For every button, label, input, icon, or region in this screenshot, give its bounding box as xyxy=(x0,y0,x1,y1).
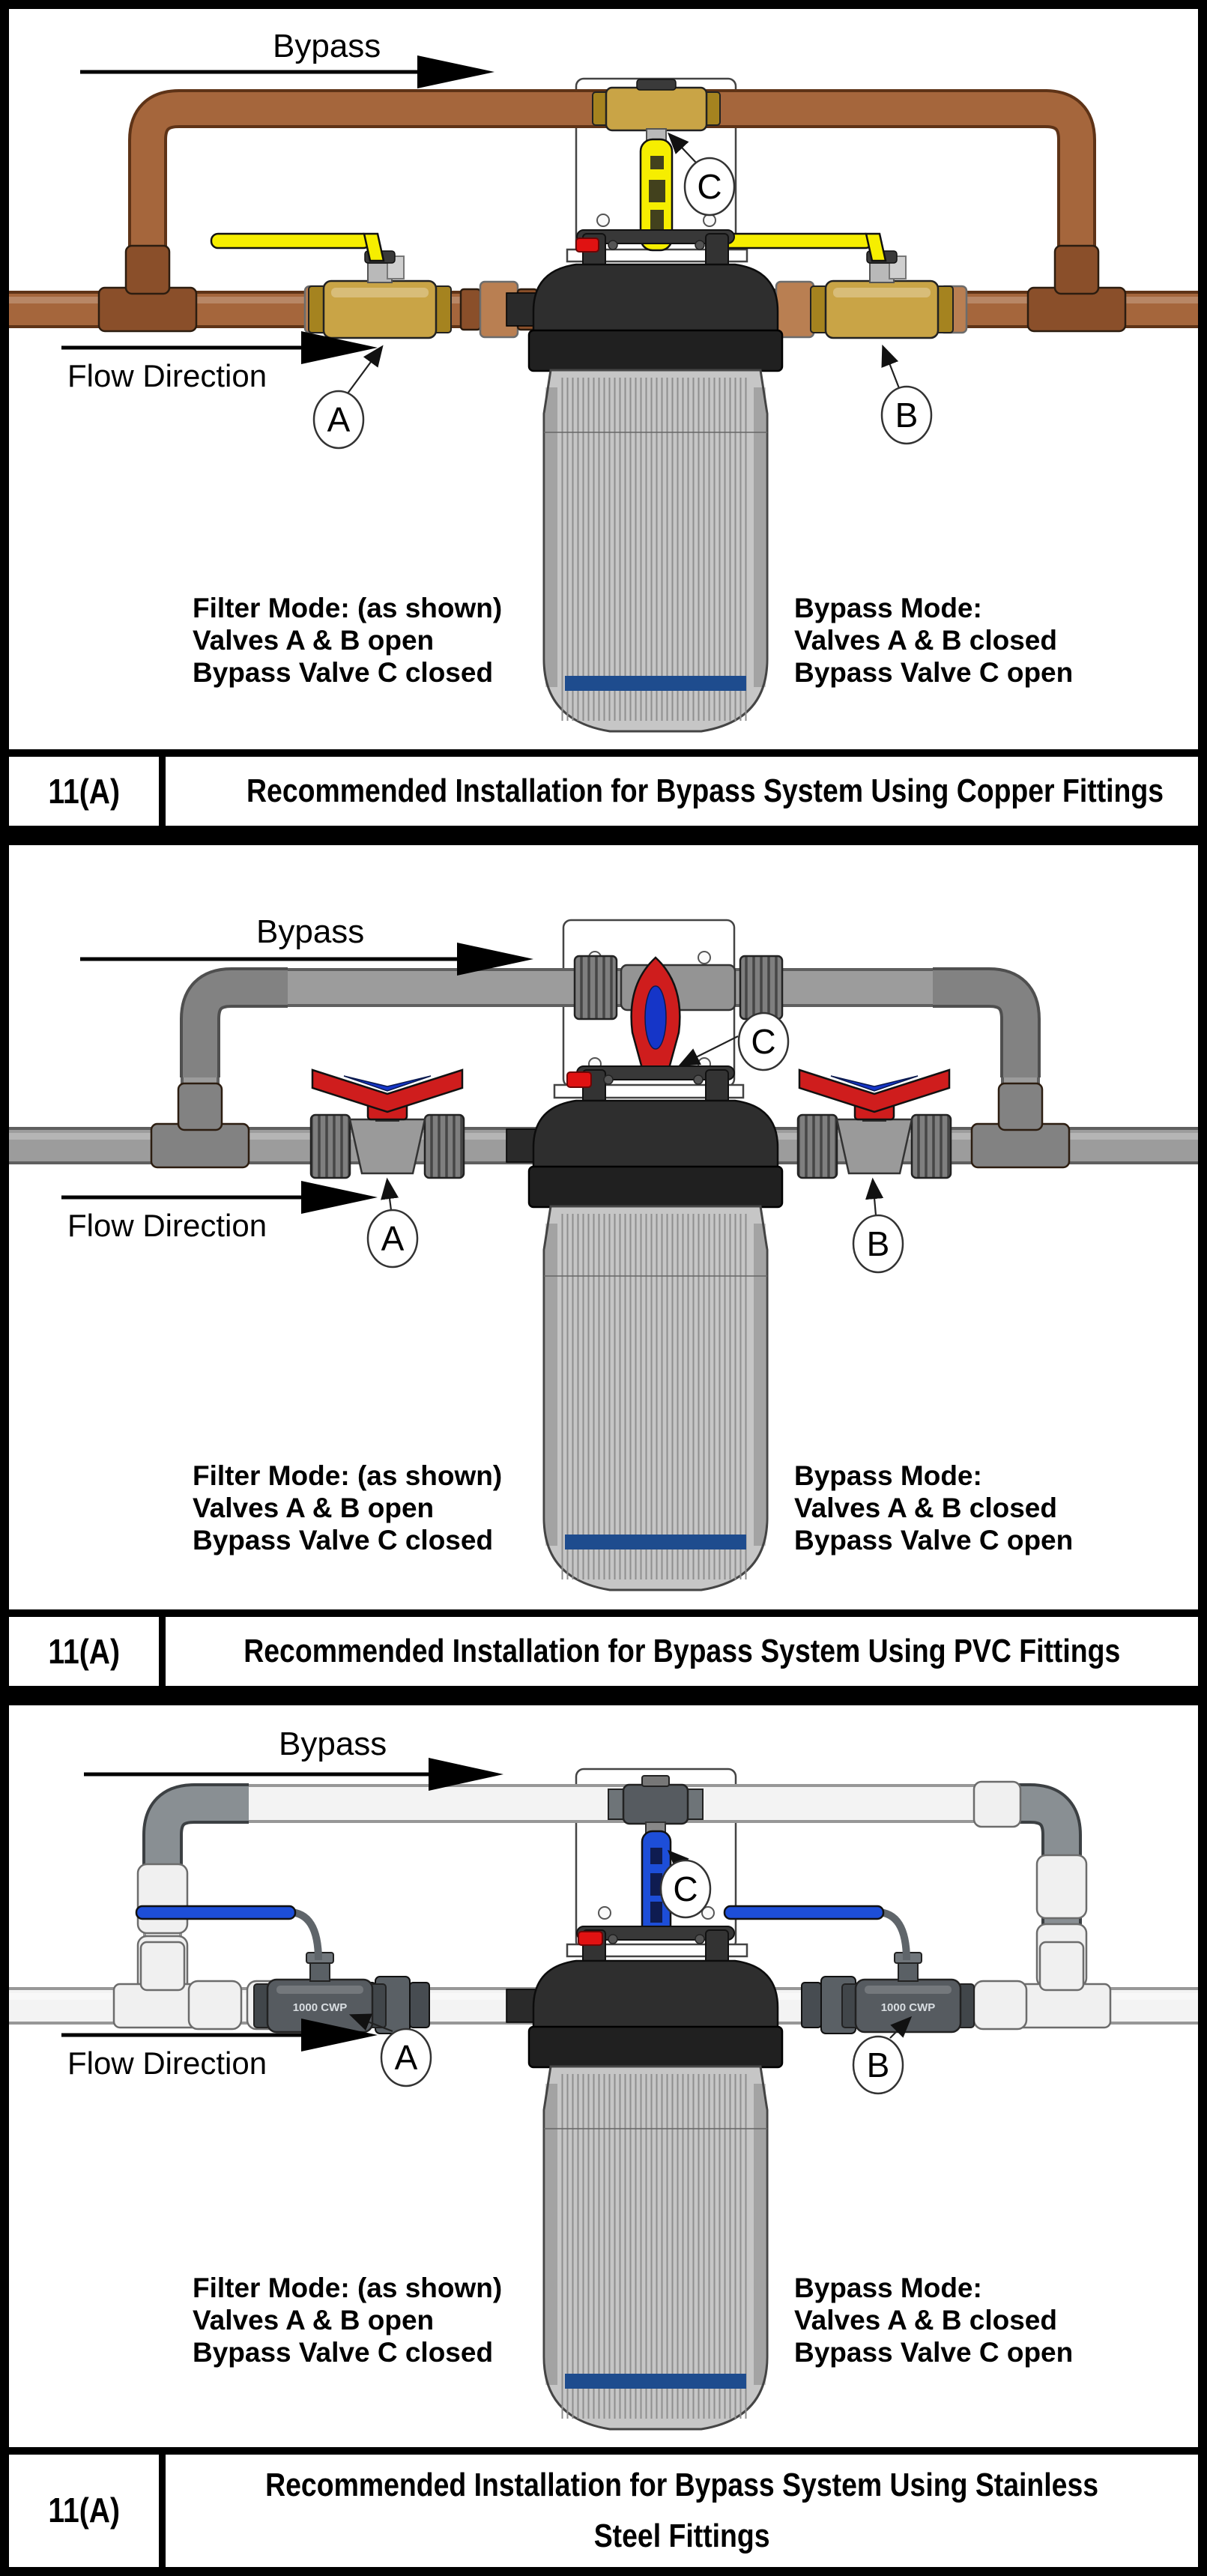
bypass-label: Bypass xyxy=(279,1726,387,1762)
valve-b-badge: B xyxy=(852,1177,904,1274)
valve-a-badge: A xyxy=(312,345,384,450)
panel-stainless: 1000 CWP 1000 CWP xyxy=(9,1705,1198,2567)
svg-text:C: C xyxy=(751,1022,775,1061)
svg-text:Filter Mode: (as shown): Filter Mode: (as shown) xyxy=(193,593,502,623)
panel-copper: Bypass Flow Direction Filter Mode: (as s… xyxy=(9,9,1198,826)
svg-text:B: B xyxy=(867,1224,890,1263)
sump-blue-band xyxy=(565,676,746,691)
svg-text:1000 CWP: 1000 CWP xyxy=(881,2001,936,2014)
flow-direction-label: Flow Direction xyxy=(67,1208,267,1243)
flow-direction-label: Flow Direction xyxy=(67,358,267,393)
sump-blue-band xyxy=(565,2374,746,2389)
valve-c-badge: C xyxy=(667,132,736,217)
valve-c xyxy=(573,955,784,1079)
bypass-arrow xyxy=(80,943,533,976)
valve-a-badge: A xyxy=(348,2013,432,2087)
svg-text:Valves A & B closed: Valves A & B closed xyxy=(794,2305,1057,2335)
caption-figure: 11(A) xyxy=(9,2455,166,2567)
valve-b-badge: B xyxy=(880,344,933,445)
valve-c-badge: C xyxy=(659,1849,712,1919)
panel-pvc: Bypass Flow Direction Filter Mode: (as s… xyxy=(9,845,1198,1686)
caption-text: Recommended Installation for Bypass Syst… xyxy=(246,773,1164,809)
valve-a xyxy=(210,232,452,339)
svg-text:Bypass Valve C open: Bypass Valve C open xyxy=(794,657,1073,688)
bypass-mode-text: Bypass Mode: Valves A & B closed Bypass … xyxy=(794,1460,1073,1555)
svg-text:Bypass Valve C open: Bypass Valve C open xyxy=(794,1525,1073,1555)
diagram-pvc: Bypass Flow Direction Filter Mode: (as s… xyxy=(9,913,1198,1591)
svg-text:C: C xyxy=(697,167,722,206)
valve-b: 1000 CWP xyxy=(723,1905,975,2034)
svg-text:Valves A & B open: Valves A & B open xyxy=(193,625,434,656)
filter-housing xyxy=(527,1926,784,2431)
svg-text:A: A xyxy=(327,400,351,439)
valve-b-handle xyxy=(712,232,874,250)
svg-text:C: C xyxy=(673,1869,698,1908)
valve-a-handle xyxy=(311,1068,464,1113)
valve-b xyxy=(796,1068,952,1179)
caption-bar-pvc: 11(A) Recommended Installation for Bypas… xyxy=(9,1609,1198,1686)
pressure-relief-button xyxy=(578,1931,603,1946)
pressure-relief-button xyxy=(566,1071,592,1088)
svg-text:Bypass Valve C closed: Bypass Valve C closed xyxy=(193,657,493,688)
svg-text:Valves A & B open: Valves A & B open xyxy=(193,1493,434,1523)
caption-text: Recommended Installation for Bypass Syst… xyxy=(265,2466,1098,2554)
svg-text:Filter Mode: (as shown): Filter Mode: (as shown) xyxy=(193,2273,502,2303)
tee-fittings xyxy=(112,1941,1112,2029)
caption-figure: 11(A) xyxy=(9,1617,166,1686)
bypass-mode-text: Bypass Mode: Valves A & B closed Bypass … xyxy=(794,593,1073,688)
pressure-relief-button xyxy=(575,238,599,253)
svg-text:A: A xyxy=(395,2038,418,2077)
diagram-stainless: 1000 CWP 1000 CWP xyxy=(9,1726,1198,2431)
filter-mode-text: Filter Mode: (as shown) Valves A & B ope… xyxy=(193,1460,502,1555)
svg-text:Bypass Mode:: Bypass Mode: xyxy=(794,1460,982,1491)
caption-bar-stainless: 11(A) Recommended Installation for Bypas… xyxy=(9,2447,1198,2567)
svg-text:Bypass Mode:: Bypass Mode: xyxy=(794,2273,982,2303)
valve-a xyxy=(309,1068,465,1179)
filter-housing xyxy=(527,1065,784,1591)
svg-text:Bypass Valve C closed: Bypass Valve C closed xyxy=(193,1525,493,1555)
svg-text:Filter Mode: (as shown): Filter Mode: (as shown) xyxy=(193,1460,502,1491)
valve-a-handle xyxy=(135,1905,297,1920)
filter-mode-text: Filter Mode: (as shown) Valves A & B ope… xyxy=(193,2273,502,2368)
tee-fittings xyxy=(97,244,1127,333)
svg-text:A: A xyxy=(381,1219,405,1258)
flow-arrow xyxy=(61,1181,378,1214)
flow-arrow xyxy=(61,331,378,364)
elbow-fittings xyxy=(142,1783,1082,1930)
svg-text:Valves A & B closed: Valves A & B closed xyxy=(794,625,1057,656)
diagram-copper: Bypass Flow Direction Filter Mode: (as s… xyxy=(9,28,1198,733)
svg-text:Valves A & B closed: Valves A & B closed xyxy=(794,1493,1057,1523)
bypass-arrow xyxy=(80,55,494,88)
bypass-mode-text: Bypass Mode: Valves A & B closed Bypass … xyxy=(794,2273,1073,2368)
svg-text:Bypass Valve C open: Bypass Valve C open xyxy=(794,2337,1073,2368)
valve-a: 1000 CWP xyxy=(135,1905,387,2034)
valve-b-handle xyxy=(798,1068,951,1113)
tee-fittings xyxy=(150,1082,1071,1169)
caption-figure: 11(A) xyxy=(9,757,166,826)
flow-direction-label: Flow Direction xyxy=(67,2046,267,2081)
filter-mode-text: Filter Mode: (as shown) Valves A & B ope… xyxy=(193,593,502,688)
bypass-label: Bypass xyxy=(256,913,364,950)
svg-text:B: B xyxy=(867,2046,890,2084)
valve-c xyxy=(592,79,721,252)
valve-a-badge: A xyxy=(366,1177,419,1269)
bypass-arrow xyxy=(84,1758,503,1791)
valve-b-badge: B xyxy=(852,2016,913,2095)
caption-text: Recommended Installation for Bypass Syst… xyxy=(243,1633,1121,1669)
valve-a-handle xyxy=(210,232,372,250)
flow-arrow xyxy=(61,2019,378,2052)
caption-bar-copper: 11(A) Recommended Installation for Bypas… xyxy=(9,749,1198,826)
filter-housing xyxy=(527,229,784,733)
svg-text:B: B xyxy=(895,396,919,435)
svg-text:1000 CWP: 1000 CWP xyxy=(293,2001,348,2014)
svg-text:Valves A & B open: Valves A & B open xyxy=(193,2305,434,2335)
svg-text:Bypass Valve C closed: Bypass Valve C closed xyxy=(193,2337,493,2368)
elbow-fittings xyxy=(180,967,1041,1077)
valve-c-badge: C xyxy=(678,1012,790,1071)
svg-text:Bypass Mode:: Bypass Mode: xyxy=(794,593,982,623)
bypass-label: Bypass xyxy=(273,28,381,64)
valve-b-handle xyxy=(723,1905,885,1920)
sump-blue-band xyxy=(565,1535,746,1549)
